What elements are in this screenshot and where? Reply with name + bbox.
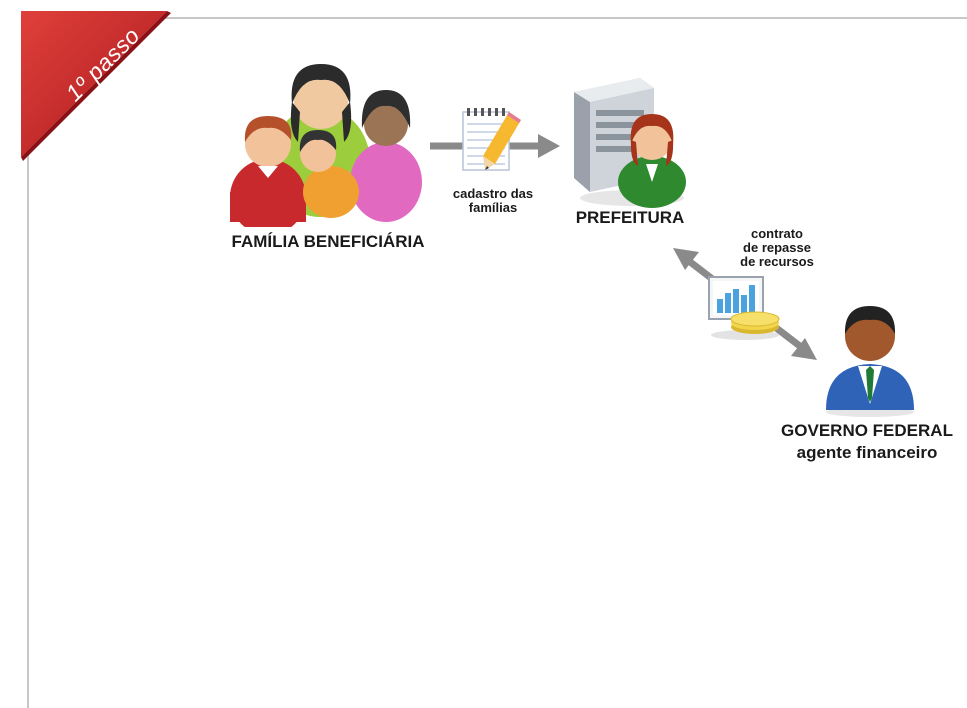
contrato-line3: de recursos xyxy=(740,254,814,269)
governo-label: GOVERNO FEDERAL agente financeiro xyxy=(772,420,962,464)
contrato-line1: contrato xyxy=(751,226,803,241)
businessman-icon xyxy=(820,292,920,422)
cadastro-line1: cadastro das xyxy=(452,186,534,201)
governo-line2: agente financeiro xyxy=(796,443,938,462)
server-with-person-icon xyxy=(570,70,695,215)
frame-left-line xyxy=(27,17,29,708)
step-ribbon: 1º passo xyxy=(21,11,171,161)
contrato-line2: de repasse xyxy=(743,240,811,255)
ribbon-shape xyxy=(21,11,171,161)
family-group-icon xyxy=(228,42,428,235)
contrato-label: contrato de repasse de recursos xyxy=(722,227,832,269)
familia-label: FAMÍLIA BENEFICIÁRIA xyxy=(231,232,425,251)
chart-coins-icon xyxy=(705,273,785,348)
frame-top-line xyxy=(28,17,967,19)
cadastro-label: cadastro das famílias xyxy=(443,187,543,215)
prefeitura-label: PREFEITURA xyxy=(575,208,685,227)
cadastro-line2: famílias xyxy=(468,200,518,215)
notepad-pencil-icon xyxy=(459,106,525,181)
governo-line1: GOVERNO FEDERAL xyxy=(781,421,953,440)
